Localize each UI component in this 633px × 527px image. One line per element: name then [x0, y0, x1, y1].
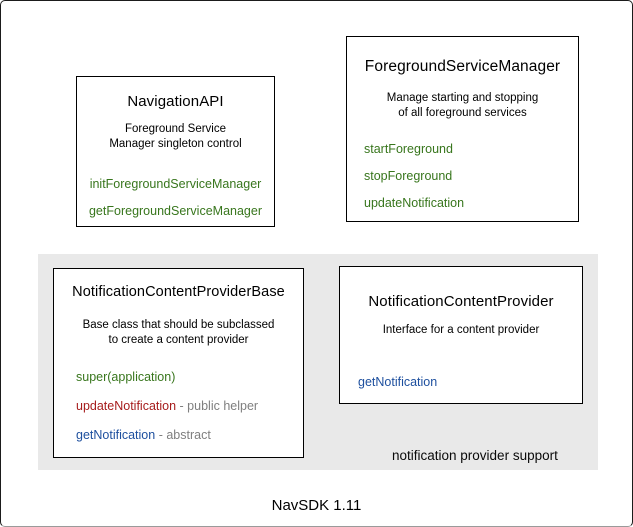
- method-name: stopForeground: [364, 169, 453, 183]
- method-name: getForegroundServiceManager: [88, 204, 263, 218]
- method-name: getNotification: [76, 428, 156, 442]
- method-update-notification: updateNotification - public helper: [76, 398, 303, 414]
- method-update-notification: updateNotification: [364, 195, 578, 211]
- diagram-caption: NavSDK 1.11: [271, 497, 362, 514]
- description-line: Base class that should be subclassed: [82, 319, 275, 331]
- foreground-service-manager-methods: startForeground stopForeground updateNot…: [347, 141, 578, 211]
- method-name: initForegroundServiceManager: [89, 177, 262, 191]
- notification-content-provider-title: NotificationContentProvider: [368, 293, 554, 310]
- method-stop-foreground: stopForeground: [364, 168, 578, 184]
- notification-content-provider-methods: getNotification: [340, 374, 582, 390]
- method-super-application: super(application): [76, 369, 303, 385]
- method-init-foreground-service-manager: initForegroundServiceManager: [77, 176, 274, 192]
- method-get-notification: getNotification - abstract: [76, 427, 303, 443]
- navigation-api-description: Foreground Service Manager singleton con…: [77, 122, 274, 152]
- notification-content-provider-base-methods: super(application) updateNotification - …: [54, 369, 303, 443]
- method-suffix: - abstract: [155, 428, 211, 442]
- navigation-api-title: NavigationAPI: [127, 93, 224, 110]
- navigation-api-methods: initForegroundServiceManager getForegrou…: [77, 176, 274, 219]
- method-start-foreground: startForeground: [364, 141, 578, 157]
- description-line: Manager singleton control: [109, 138, 242, 150]
- notification-content-provider-base-description: Base class that should be subclassed to …: [54, 318, 303, 348]
- panel-label: notification provider support: [392, 448, 558, 463]
- method-name: getNotification: [358, 375, 438, 389]
- method-get-notification: getNotification: [358, 374, 582, 390]
- method-get-foreground-service-manager: getForegroundServiceManager: [77, 203, 274, 219]
- foreground-service-manager-title: ForegroundServiceManager: [364, 58, 561, 75]
- notification-content-provider-base-title: NotificationContentProviderBase: [72, 284, 285, 300]
- notification-content-provider-base-box: NotificationContentProviderBase Base cla…: [53, 268, 304, 458]
- method-name: updateNotification: [76, 399, 177, 413]
- method-name: startForeground: [364, 142, 453, 156]
- method-name: updateNotification: [364, 196, 465, 210]
- method-name: super(application): [76, 370, 176, 384]
- description-line: Interface for a content provider: [382, 324, 540, 336]
- navigation-api-box: NavigationAPI Foreground Service Manager…: [76, 76, 275, 227]
- foreground-service-manager-box: ForegroundServiceManager Manage starting…: [346, 36, 579, 222]
- description-line: to create a content provider: [108, 334, 249, 346]
- description-line: of all foreground services: [398, 107, 527, 119]
- notification-content-provider-description: Interface for a content provider: [340, 323, 582, 338]
- method-suffix: - public helper: [176, 399, 259, 413]
- description-line: Manage starting and stopping: [386, 92, 539, 104]
- notification-content-provider-box: NotificationContentProvider Interface fo…: [339, 266, 583, 404]
- description-line: Foreground Service: [125, 123, 226, 135]
- foreground-service-manager-description: Manage starting and stopping of all fore…: [347, 91, 578, 121]
